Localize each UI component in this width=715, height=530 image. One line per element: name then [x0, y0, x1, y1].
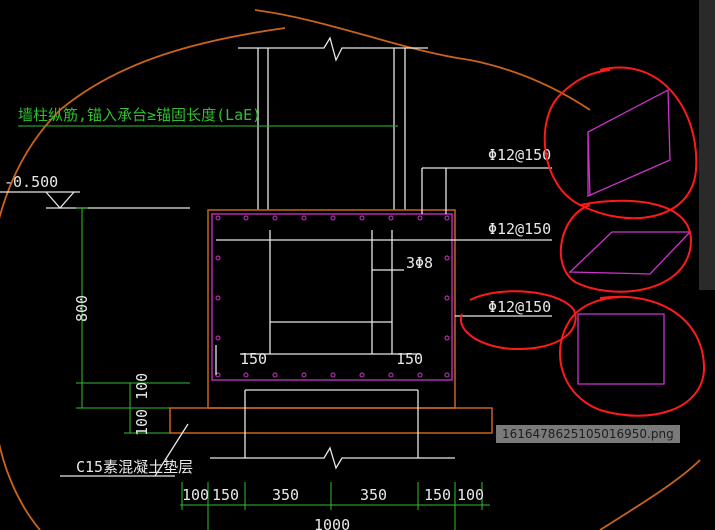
elevation-marker: -0.500	[0, 173, 190, 209]
red-circle-callout	[459, 290, 577, 351]
stirrup-label: 3Φ8	[406, 254, 433, 272]
orange-freehand-stroke-left-lower	[0, 443, 41, 530]
cushion-leader: C15素混凝土垫层	[60, 423, 193, 477]
elevation-label: -0.500	[4, 173, 58, 191]
filename-watermark: 1616478625105016950.png	[496, 425, 680, 443]
rebar-callout-low: Φ12@150	[455, 298, 552, 317]
rebar-mid-label: Φ12@150	[488, 220, 551, 238]
red-circle-mid	[559, 199, 692, 293]
cushion-layer	[169, 407, 493, 434]
dim-bottom-chain: 100 150 350 350 150 100 1000	[180, 482, 490, 530]
column-upper	[238, 36, 428, 210]
dim-100-100: 100 100	[76, 373, 200, 436]
dim-bottom-5: 100	[457, 486, 484, 504]
rebar-low-label: Φ12@150	[488, 298, 551, 316]
dim-height-800: 800	[73, 207, 190, 408]
red-circle-low	[559, 295, 706, 417]
red-circle-top	[543, 66, 698, 220]
internal-rebars	[215, 230, 450, 375]
rebar-sketch-low	[577, 313, 665, 385]
orange-freehand-stroke-left	[0, 27, 286, 219]
rebar-sketch-top	[587, 88, 671, 197]
rebar-top-label: Φ12@150	[488, 146, 551, 164]
rebar-callout-top: Φ12@150	[421, 146, 552, 214]
anchor-note-label: 墙柱纵筋,锚入承台≥锚固长度(LaE)	[18, 106, 261, 124]
dim-bottom-2: 350	[272, 486, 299, 504]
left-150-label: 150	[240, 350, 267, 368]
dim-bottom-4: 150	[424, 486, 451, 504]
dim-bottom-1: 150	[212, 486, 239, 504]
dim-total-1000: 1000	[314, 516, 350, 530]
scrollbar-strip[interactable]	[699, 0, 715, 290]
orange-freehand-stroke-top	[254, 9, 591, 111]
rebar-callout-mid: Φ12@150	[450, 220, 552, 241]
dim-bottom-3: 350	[360, 486, 387, 504]
rebar-sketch-mid	[568, 231, 692, 275]
height-800-label: 800	[73, 295, 91, 322]
rebar-dots	[215, 215, 450, 378]
dim-bottom-0: 100	[182, 486, 209, 504]
cushion-label: C15素混凝土垫层	[76, 458, 193, 476]
column-lower	[210, 389, 455, 470]
anchor-leader: 墙柱纵筋,锚入承台≥锚固长度(LaE)	[18, 106, 398, 127]
dim-100-100-label: 100 100	[133, 373, 151, 436]
orange-freehand-stroke-bottom-right	[599, 459, 701, 530]
pile-cap-rebar-cage	[211, 213, 453, 381]
right-150-label: 150	[396, 350, 423, 368]
